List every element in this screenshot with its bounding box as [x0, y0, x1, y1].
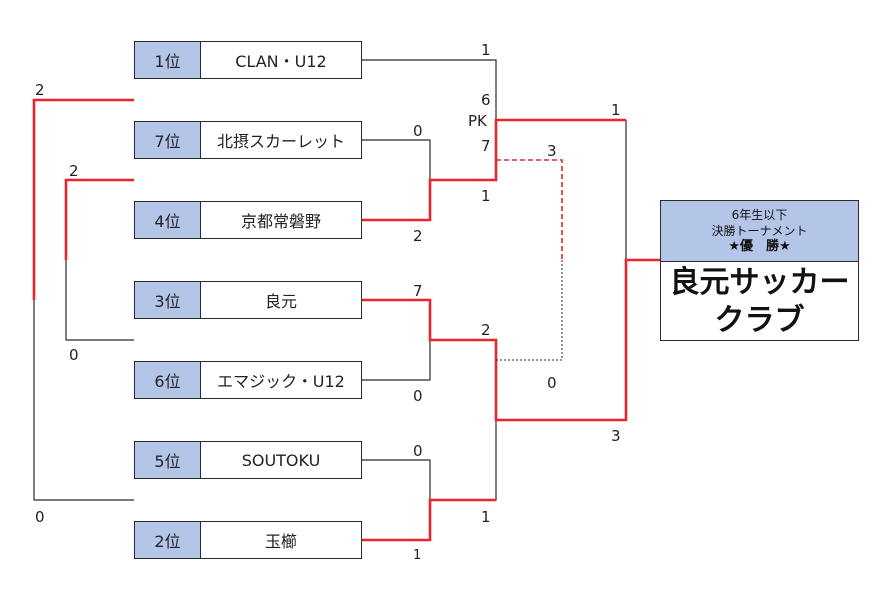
champion-title: ★優 勝★	[728, 239, 791, 254]
team-name: エマジック・U12	[217, 372, 345, 391]
team-box-kyoto: 4位 京都常磐野	[134, 201, 362, 239]
score-hokusetsu: 0	[413, 122, 423, 140]
score-pk-bottom: 7	[481, 137, 491, 155]
left-outer-bracket-win	[32, 98, 134, 300]
team-name: 良元	[264, 292, 297, 311]
champion-box: 6年生以下 決勝トーナメント ★優 勝★ 良元サッカー クラブ	[660, 200, 859, 341]
team-rank: 2位	[135, 522, 201, 558]
clan-connector	[362, 59, 497, 120]
score-sf2-winner: 2	[481, 321, 491, 339]
score-final-top: 1	[611, 101, 621, 119]
score-left-inner-bottom: 0	[69, 346, 79, 364]
score-pk-label: PK	[468, 112, 487, 130]
score-final-bottom: 3	[611, 427, 621, 445]
team-name: SOUTOKU	[241, 450, 321, 470]
champion-name-line2: クラブ	[714, 303, 805, 338]
team-name: 玉櫛	[264, 532, 297, 551]
left-inner-bracket-lower	[65, 260, 134, 341]
team-box-clan: 1位 CLAN・U12	[134, 41, 362, 79]
score-kyoto: 2	[413, 227, 423, 245]
emagic-connector	[362, 340, 431, 381]
score-emagic: 0	[413, 387, 423, 405]
champion-tournament: 決勝トーナメント	[711, 224, 808, 238]
team-rank: 6位	[135, 362, 201, 398]
score-pk-top: 6	[481, 91, 491, 109]
team-rank: 1位	[135, 42, 201, 78]
team-box-tamakushi: 2位 玉櫛	[134, 521, 362, 559]
score-soutoku: 0	[413, 442, 423, 460]
team-rank: 5位	[135, 442, 201, 478]
champion-name-line1: 良元サッカー	[669, 265, 850, 300]
left-inner-bracket-win	[64, 178, 134, 260]
sf-left-bracket-lower	[430, 420, 497, 501]
team-name: CLAN・U12	[235, 52, 327, 71]
hokusetsu-connector	[362, 139, 431, 180]
soutoku-connector	[362, 459, 431, 500]
score-left-bottom: 0	[35, 508, 45, 526]
team-box-hokusetsu: 7位 北摂スカーレット	[134, 121, 362, 159]
champion-name: 良元サッカー クラブ	[661, 262, 858, 342]
score-clan: 1	[481, 41, 491, 59]
team-rank: 4位	[135, 202, 201, 238]
team-name: 京都常磐野	[240, 212, 321, 231]
score-third-bottom: 0	[547, 374, 557, 392]
ryogen-win-path	[362, 258, 660, 422]
kyoto-win-path	[362, 118, 626, 222]
champion-category: 6年生以下	[731, 208, 788, 222]
team-rank: 3位	[135, 282, 201, 318]
score-left-inner-top: 2	[69, 162, 79, 180]
score-third-top: 3	[547, 142, 557, 160]
tamakushi-win-path	[362, 498, 496, 542]
score-ryogen: 7	[413, 282, 423, 300]
champion-header: 6年生以下 決勝トーナメント ★優 勝★	[661, 201, 858, 262]
score-tamakushi: 1	[413, 548, 422, 563]
team-box-soutoku: 5位 SOUTOKU	[134, 441, 362, 479]
team-box-emagic: 6位 エマジック・U12	[134, 361, 362, 399]
team-rank: 7位	[135, 122, 201, 158]
left-outer-bracket-lower	[33, 300, 134, 501]
third-place-win-path	[496, 159, 563, 260]
score-tamakushi-group: 1	[481, 508, 491, 526]
team-box-ryogen: 3位 良元	[134, 281, 362, 319]
score-sf1-winner: 1	[481, 187, 491, 205]
third-place-lose-path	[496, 260, 563, 361]
score-left-top: 2	[35, 81, 45, 99]
team-name: 北摂スカーレット	[216, 132, 345, 151]
